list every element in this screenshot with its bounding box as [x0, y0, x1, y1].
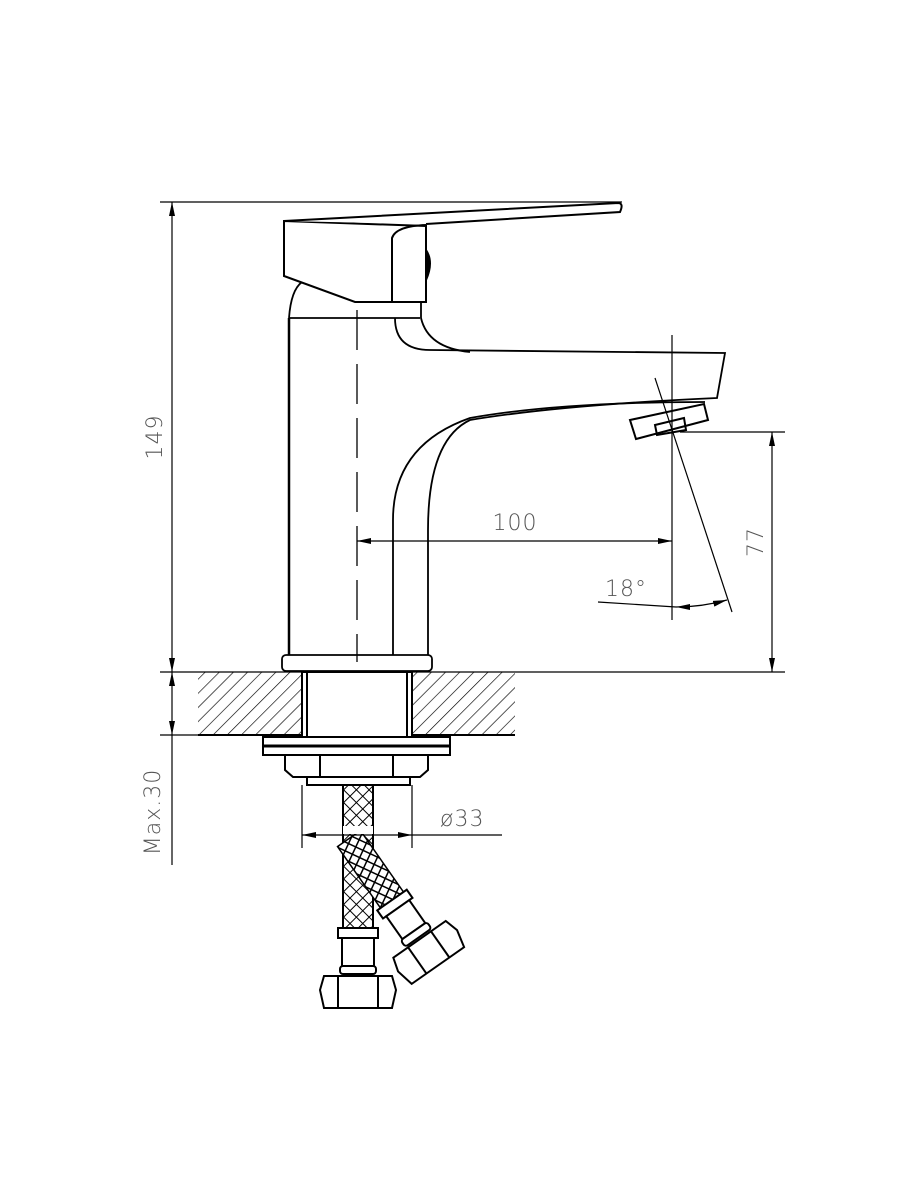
lever-handle [283, 201, 623, 303]
supply-hose-angled [336, 829, 466, 986]
dimension-lines [160, 201, 785, 865]
dim-shank-diameter: ø33 [440, 807, 484, 832]
dim-max-counter-thickness: Max.30 [141, 769, 166, 855]
mounting-shank [262, 671, 451, 786]
dim-total-height: 149 [143, 415, 168, 460]
dim-spout-angle: 18° [605, 577, 647, 602]
countertop-section [198, 672, 515, 736]
faucet-body [281, 281, 727, 672]
dim-spout-height: 77 [744, 527, 769, 557]
dim-spout-reach: 100 [493, 511, 538, 536]
